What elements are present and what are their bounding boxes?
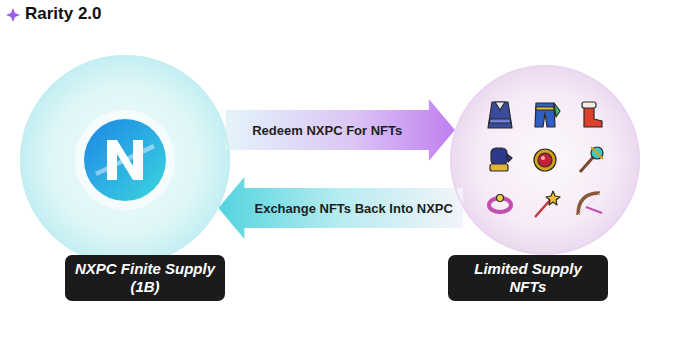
circle-outline — [450, 65, 640, 255]
node-label: Limited Supply NFTs — [448, 255, 608, 301]
circle-border — [21, 56, 229, 264]
nxpc-logo — [75, 110, 175, 210]
glove-icon — [490, 148, 512, 171]
logo-disc — [84, 119, 166, 201]
exchange-arrow — [218, 177, 463, 239]
sparkle-icon — [6, 8, 20, 22]
circle-node: NXPC Finite Supply (1B) — [20, 55, 230, 265]
circle-border — [451, 66, 639, 254]
token-circle-fill — [20, 55, 230, 265]
circle-outline — [20, 55, 230, 265]
circle-node: Limited Supply NFTs — [450, 65, 640, 255]
wand-icon — [535, 191, 560, 217]
logo-ring — [75, 110, 175, 210]
node-label: NXPC Finite Supply (1B) — [65, 255, 225, 301]
suit-icon — [535, 103, 560, 127]
robe-icon — [488, 102, 512, 128]
ring-icon — [489, 195, 511, 213]
nft-circle-fill — [450, 65, 640, 255]
boot-icon — [582, 102, 602, 127]
arrow-label: Redeem NXPC For NFTs — [252, 123, 402, 138]
staff-icon — [580, 147, 603, 172]
exchange-arrow — [226, 99, 455, 161]
title: Rarity 2.0 — [25, 4, 102, 24]
logo-stripe — [95, 144, 155, 176]
arrow-label: Exchange NFTs Back Into NXPC — [254, 201, 452, 216]
bow-icon — [578, 193, 602, 215]
amulet-icon — [534, 149, 556, 171]
nft-items — [488, 102, 603, 217]
